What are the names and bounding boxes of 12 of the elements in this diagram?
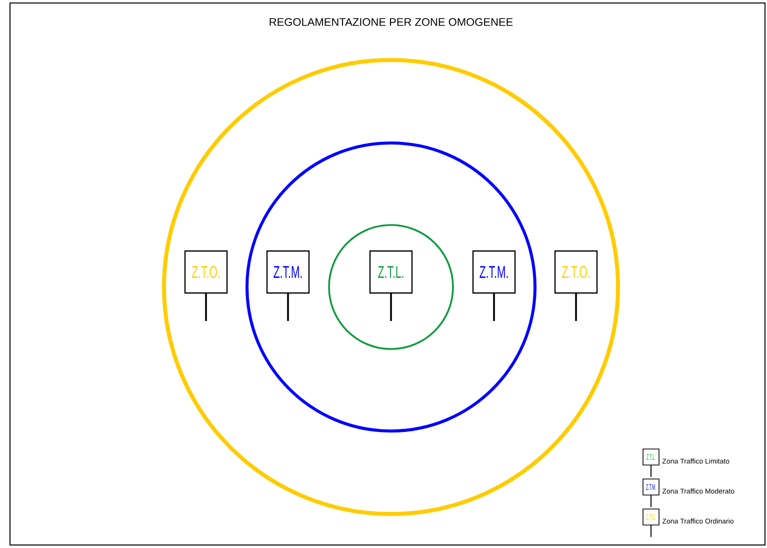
road-sign: Z.T.O. xyxy=(184,250,228,321)
zone-circle xyxy=(162,58,620,516)
zone-circle xyxy=(246,142,536,432)
legend-sign: Z.T.M. xyxy=(642,478,660,496)
legend-sign: Z.T.L. xyxy=(642,448,660,478)
title: REGOLAMENTAZIONE PER ZONE OMOGENEE xyxy=(270,18,513,26)
road-sign: Z.T.M. xyxy=(266,250,310,321)
road-sign: Z.T.L. xyxy=(369,250,413,321)
legend-sign: Z.T.O. xyxy=(642,508,660,526)
road-sign: Z.T.O. xyxy=(554,250,598,321)
zone-circle xyxy=(328,224,454,350)
road-sign: Z.T.M. xyxy=(472,250,516,321)
